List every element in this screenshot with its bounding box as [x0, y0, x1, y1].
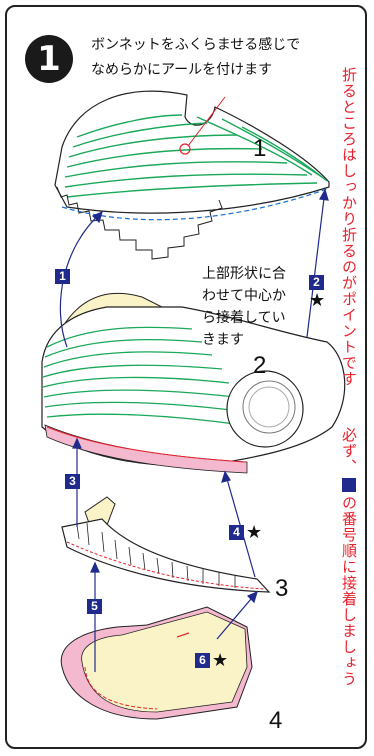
part-2-front-band: [41, 292, 346, 474]
step-number-badge: 1: [25, 35, 73, 83]
step-tag-6-star-icon: ★: [212, 650, 229, 671]
step-tag-4-star-icon: ★: [246, 522, 263, 543]
center-note-line-3: ら接着してい: [202, 310, 286, 326]
step-tag-6-number: 6: [195, 653, 210, 668]
step-tag-2-star-icon: ★: [309, 290, 326, 311]
arrow-4: [224, 471, 256, 578]
part-1-mark: [179, 143, 191, 155]
part-3-slots: [76, 522, 236, 588]
part-1-tabs: [56, 186, 223, 260]
step-tag-6: 6 ★: [195, 650, 229, 671]
part-1-outline: [54, 90, 330, 214]
center-gluing-note: 上部形状に合 わせて中心か ら接着してい きます: [202, 263, 286, 351]
part-1-callout-line: [187, 96, 226, 147]
headlight-inner: [242, 380, 296, 434]
part-label-3: 3: [275, 575, 289, 602]
step-tag-5: 5: [87, 599, 104, 614]
part-2-red-line: [46, 426, 246, 463]
part-4-red-dash: [84, 666, 158, 710]
vertical-note-order-part1: 必ず、: [340, 427, 358, 475]
step-tag-5-number: 5: [87, 599, 102, 614]
step-tag-1-number: 1: [55, 269, 70, 284]
arrow-6: [216, 591, 258, 640]
step-tag-4-number: 4: [229, 525, 244, 540]
vertical-note-order-part2: の番号順に接着しましょう: [340, 495, 358, 687]
vertical-note-red: 折るところはしっかり折るのがポイントです: [340, 67, 358, 387]
part-label-1: 1: [253, 135, 267, 162]
center-note-line-4: きます: [202, 332, 244, 348]
step-tag-2-number: 2: [309, 275, 324, 290]
part-4-base-plate: [60, 606, 253, 720]
step-tag-1: 1: [55, 269, 72, 284]
assembly-illustration: [41, 90, 346, 720]
heading-line-2: なめらかにアールを付けます: [91, 62, 273, 78]
assembly-arrows: [59, 188, 329, 672]
part-1-hood-top: [54, 90, 330, 260]
step-tag-3-number: 3: [65, 474, 80, 489]
part-2-fold-lines: [42, 326, 243, 426]
step-tag-2: 2 ★: [309, 275, 326, 311]
part-1-fold-lines: [64, 114, 328, 198]
center-note-line-2: わせて中心か: [202, 288, 286, 304]
heading-line-1: ボンネットをふくらませる感じで: [91, 37, 301, 53]
instruction-panel: 1 ボンネットをふくらませる感じで なめらかにアールを付けます 折るところはしっ…: [5, 5, 367, 749]
center-note-line-1: 上部形状に合: [202, 266, 286, 282]
step-tag-3: 3: [65, 474, 82, 489]
part-4-center-mark: [176, 632, 190, 638]
vertical-note-order: 必ず、の番号順に接着しましょう: [340, 427, 358, 687]
step-heading: ボンネットをふくらませる感じで なめらかにアールを付けます: [91, 33, 300, 83]
part-3-grille-strip: [61, 496, 271, 593]
part-label-4: 4: [269, 707, 283, 734]
part-3-strip: [61, 518, 271, 593]
part-label-2: 2: [253, 352, 267, 379]
step-tag-4: 4 ★: [229, 522, 263, 543]
arrow-2: [306, 189, 326, 338]
blue-square-icon: [342, 478, 356, 492]
part-3-red-line: [66, 541, 266, 590]
